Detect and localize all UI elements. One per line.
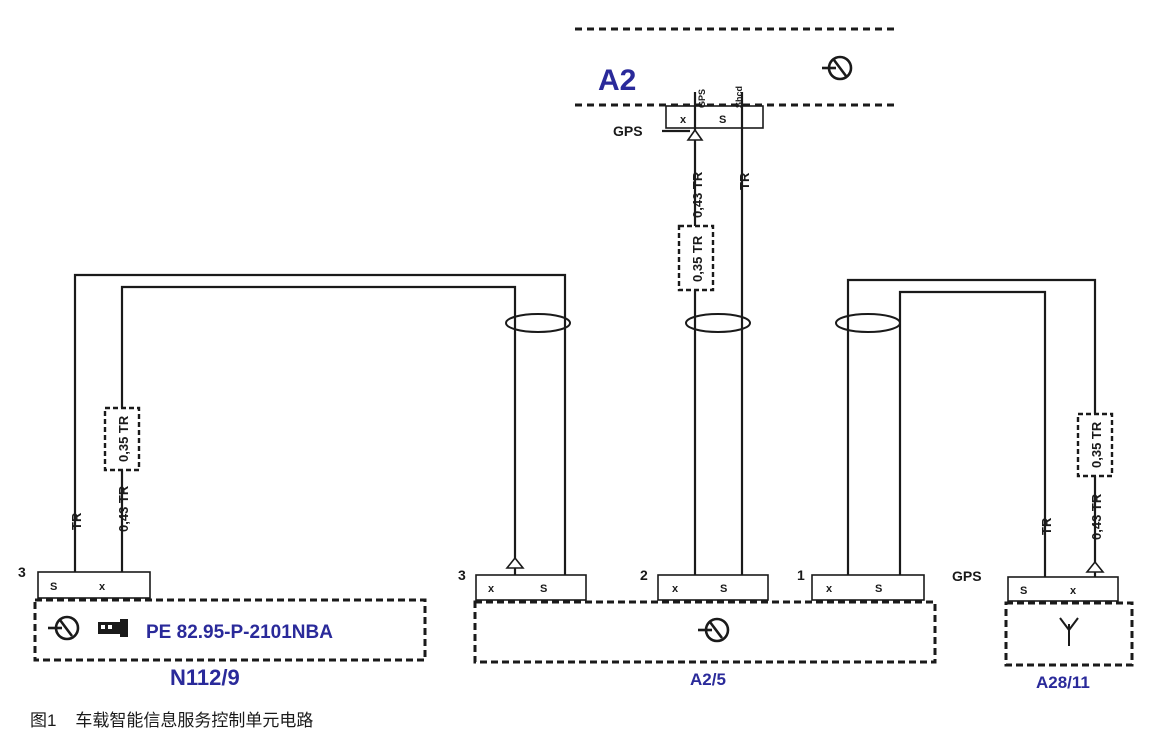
wires-a2-to-a2-5: 0,35 TR 0,43 TR TR [677, 92, 752, 600]
n112-9-pin-x: x [99, 581, 106, 593]
satellite-dish-icon [48, 615, 80, 641]
a2-pin-shcd-vertical: Shcd [734, 86, 744, 108]
a2-5-connector-2-number: 2 [640, 567, 648, 583]
n112-9-module: 3 S x PE 82.95-P-2101NBA N112/9 [18, 564, 427, 690]
a2-pin-gps-vertical: GPS [697, 89, 707, 108]
a2-5-connector-3 [475, 574, 587, 601]
wire-label-035-left: 0,35 TR [116, 415, 131, 462]
a28-11-gps-label: GPS [952, 568, 982, 584]
satellite-dish-icon [698, 617, 730, 643]
figure-title: 车载智能信息服务控制单元电路 [75, 711, 314, 730]
n112-9-pin-s: S [50, 581, 57, 593]
wire-label-tr-left: TR [69, 512, 84, 530]
a2-5-c3-pin-x: x [488, 583, 495, 595]
a2-5-connector-3-number: 3 [458, 567, 466, 583]
a28-11-label: A28/11 [1036, 673, 1090, 692]
a2-module: A2 x S GPS GPS Shcd [575, 27, 895, 139]
a2-5-c2-pin-x: x [672, 583, 679, 595]
wire-label-043-left: 0,43 TR [116, 485, 131, 532]
wires-a2-5-to-a28: 0,35 TR 0,43 TR TR [835, 278, 1114, 600]
a2-5-c3-pin-s: S [540, 583, 547, 595]
figure-caption: 图1 车载智能信息服务控制单元电路 [30, 706, 313, 731]
a2-5-c1-pin-x: x [826, 583, 833, 595]
a2-connector [665, 105, 764, 129]
wire-label-043-center: 0,43 TR [690, 171, 705, 218]
a28-11-module: GPS S x A28/11 [952, 568, 1134, 692]
n112-9-label: N112/9 [170, 665, 240, 690]
antenna-icon [1059, 617, 1079, 646]
a28-11-pin-s: S [1020, 585, 1027, 597]
a2-gps-label: GPS [613, 123, 643, 139]
a2-5-connector-2 [657, 574, 769, 601]
a2-5-c1-pin-s: S [875, 583, 882, 595]
a2-5-module: 3 x S 2 x S 1 x S A2/5 [458, 567, 937, 689]
a2-5-connector-1 [811, 574, 925, 601]
a2-pin-s: S [719, 114, 726, 126]
n112-9-pin-number: 3 [18, 564, 26, 580]
wires-n112-to-a2-5: 0,35 TR 0,43 TR TR [69, 273, 571, 600]
a2-5-label: A2/5 [690, 670, 726, 689]
wire-label-035-center: 0,35 TR [690, 235, 705, 282]
figure-number: 图1 [30, 711, 57, 730]
wire-label-tr-right: TR [1039, 517, 1054, 535]
a28-11-pin-x: x [1070, 585, 1077, 597]
a28-11-connector [1007, 576, 1119, 602]
wire-label-043-right: 0,43 TR [1089, 493, 1104, 540]
n112-9-part-number: PE 82.95-P-2101NBA [146, 622, 333, 643]
satellite-dish-icon [822, 55, 853, 81]
n112-9-connector [37, 571, 151, 599]
a2-label: A2 [598, 64, 636, 97]
a2-pin-x: x [680, 114, 687, 126]
wire-label-tr-center: TR [737, 172, 752, 190]
wire-label-035-right: 0,35 TR [1089, 421, 1104, 468]
telephone-icon [98, 619, 128, 637]
a2-5-connector-1-number: 1 [797, 567, 805, 583]
a2-5-c2-pin-s: S [720, 583, 727, 595]
